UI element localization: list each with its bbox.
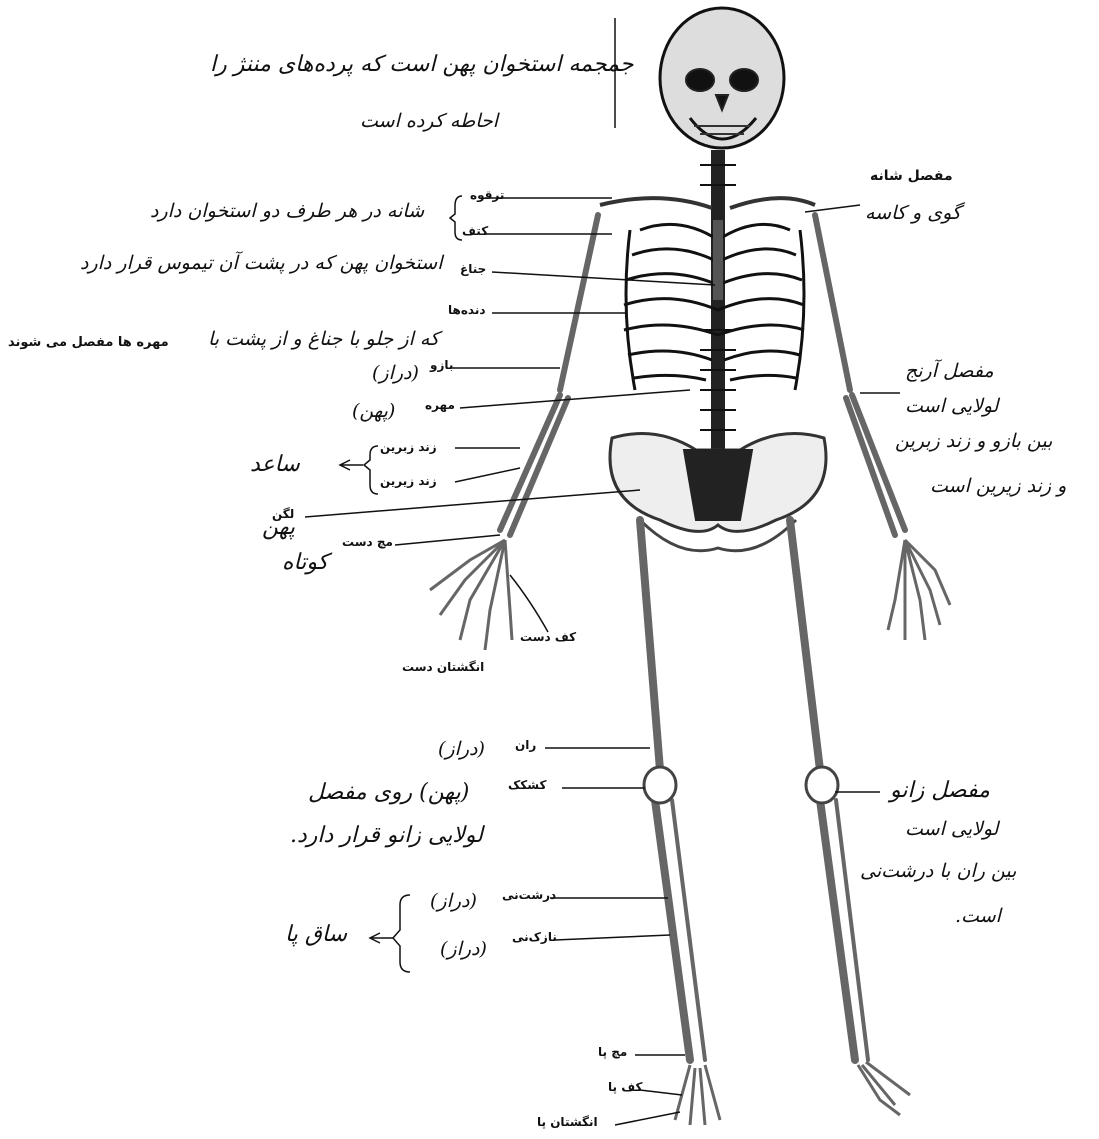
leader-lines <box>305 18 900 1125</box>
label-tibia: درشت‌نی <box>502 888 556 902</box>
label-wrist: مچ دست <box>342 535 393 549</box>
label-vertebrae: مهره <box>425 398 455 412</box>
note-elbow-1: مفصل آرنج <box>905 360 994 382</box>
note-elbow-2: لولایی است <box>905 395 998 417</box>
note-tibia: (دراز) <box>430 890 477 912</box>
skull <box>660 8 784 148</box>
note-humerus: (دراز) <box>372 362 419 384</box>
note-shoulder: شانه در هر طرف دو استخوان دارد <box>150 200 424 222</box>
label-clavicle: ترقوه <box>470 188 504 202</box>
note-femur: (دراز) <box>438 738 485 760</box>
note-skull-2: احاطه کرده است <box>360 110 498 132</box>
label-radius: زند زیرین <box>380 474 437 488</box>
label-scapula: کتف <box>462 224 488 238</box>
note-elbow-3: بین بازو و زند زبرین <box>895 430 1052 452</box>
note-pelvis: پهن <box>262 515 295 540</box>
label-patella: کشکک <box>508 778 546 792</box>
note-forearm: ساعد <box>250 452 300 477</box>
note-fibula: (دراز) <box>440 938 487 960</box>
label-sole: کف پا <box>608 1080 642 1094</box>
note-knee-1: مفصل زانو <box>890 778 990 803</box>
label-fingers: انگشتان دست <box>402 660 484 674</box>
note-sternum: استخوان پهن که در پشت آن تیموس قرار دارد <box>80 252 442 274</box>
note-vertebrae: (پهن) <box>352 400 395 422</box>
kneecaps <box>644 767 838 803</box>
label-fibula: نازک‌نی <box>512 930 557 944</box>
label-ankle: مچ پا <box>598 1045 627 1059</box>
left-arm <box>500 215 598 535</box>
label-humerus: بازو <box>430 358 453 372</box>
right-hand <box>888 540 950 640</box>
label-palm: کف دست <box>520 630 576 644</box>
note-shoulder-joint: گوی و کاسه <box>865 202 961 224</box>
note-knee-2: لولایی است <box>905 818 998 840</box>
right-arm <box>815 215 905 535</box>
label-sternum: جناغ <box>460 262 486 276</box>
note-wrist: کوتاه <box>282 550 328 575</box>
shoulder-girdle <box>600 198 815 208</box>
label-ribs: دنده‌ها <box>448 303 486 317</box>
label-shoulder-joint: مفصل شانه <box>870 168 953 184</box>
note-knee-4: است. <box>955 905 1001 927</box>
note-knee-3: بین ران با درشت‌نی <box>860 860 1016 882</box>
note-elbow-4: و زند زیرین است <box>930 475 1066 497</box>
label-vertebrae-note: مهره ها مفصل می شوند <box>8 335 169 350</box>
label-toes: انگشتان پا <box>537 1115 598 1129</box>
note-patella-1: (پهن) روی مفصل <box>308 780 469 805</box>
left-hand <box>430 540 512 650</box>
feet <box>675 1062 910 1125</box>
label-femur: ران <box>515 738 536 752</box>
label-ulna: زند زبرین <box>380 440 437 454</box>
note-skull-1: جمجمه استخوان پهن است که پرده‌های مننژ ر… <box>210 52 633 77</box>
note-ribs: که از جلو با جناغ و از پشت با <box>208 328 439 350</box>
note-leg: ساق پا <box>285 922 347 947</box>
note-patella-2: لولایی زانو قرار دارد. <box>290 823 483 848</box>
